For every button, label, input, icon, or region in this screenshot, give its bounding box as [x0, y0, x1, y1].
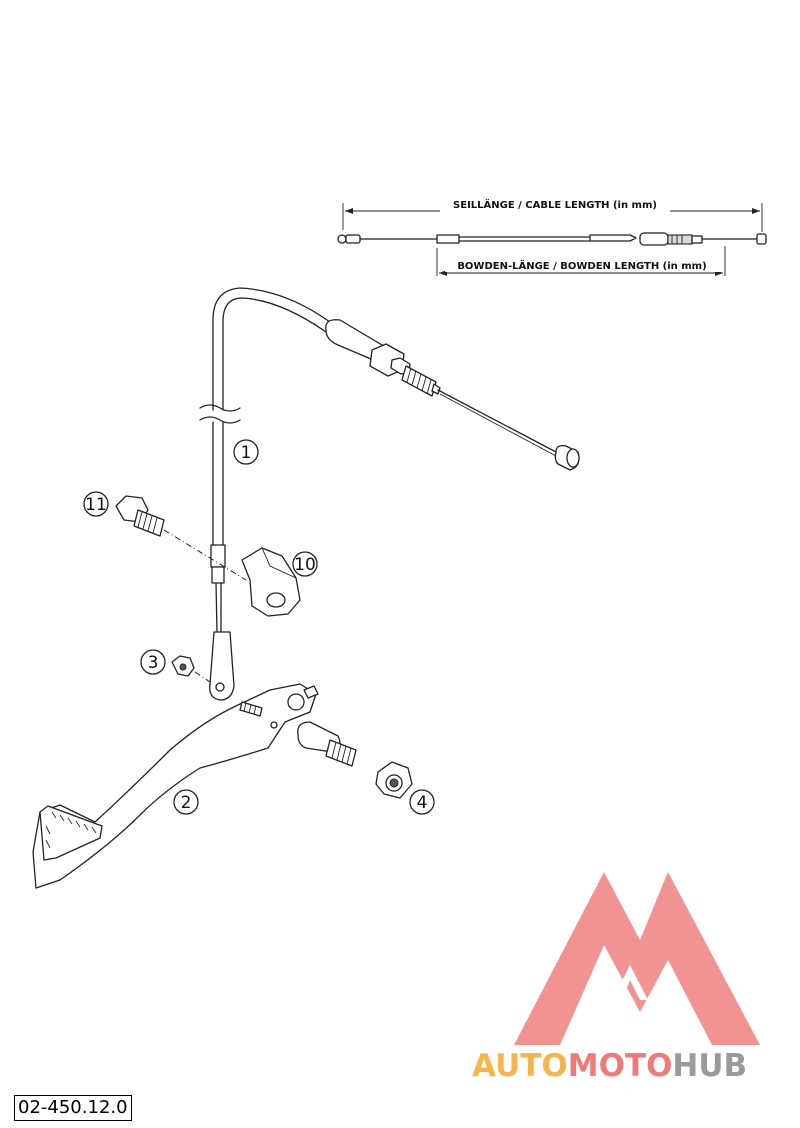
cable-bracket-part [241, 547, 301, 617]
svg-text:AUTOMOTOHUB: AUTOMOTOHUB [472, 1048, 747, 1084]
svg-text:1: 1 [241, 443, 252, 463]
callout-1: 1 [233, 439, 259, 465]
callout-11: 11 [83, 491, 109, 517]
automotohub-logo-icon [514, 872, 760, 1045]
callout-2: 2 [173, 789, 199, 815]
svg-text:2: 2 [181, 793, 192, 813]
foot-brake-lever-part [32, 683, 357, 889]
watermark-text: AUTOMOTOHUB [472, 1048, 747, 1084]
svg-text:11: 11 [85, 495, 107, 515]
drawing-code-label: 02-450.12.0 [14, 1095, 132, 1121]
svg-text:10: 10 [294, 555, 316, 575]
bolt-part [115, 495, 247, 581]
cable-dimension-drawing: SEILLÄNGE / CABLE LENGTH (in mm) BOWDEN-… [337, 197, 767, 276]
cable-part [199, 287, 580, 701]
callout-4: 4 [409, 789, 435, 815]
cable-length-label: SEILLÄNGE / CABLE LENGTH (in mm) [453, 197, 657, 211]
callout-3: 3 [140, 649, 166, 675]
collar-nut-part [375, 761, 413, 799]
svg-text:3: 3 [148, 653, 159, 673]
nut-part [171, 655, 211, 683]
bowden-length-label: BOWDEN-LÄNGE / BOWDEN LENGTH (in mm) [457, 258, 706, 272]
callout-10: 10 [292, 551, 318, 577]
svg-text:4: 4 [417, 793, 428, 813]
